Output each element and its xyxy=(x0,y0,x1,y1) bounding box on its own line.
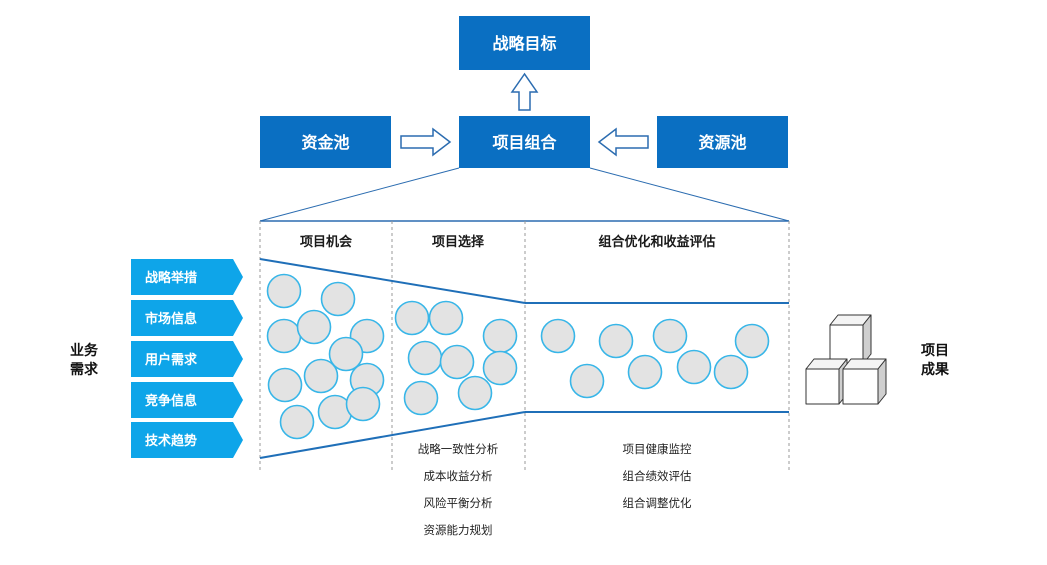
project-circle xyxy=(457,375,493,411)
input-tag-label: 战略举措 xyxy=(145,270,197,286)
header-evaluation: 组合优化和收益评估 xyxy=(598,234,715,250)
project-circle xyxy=(320,281,356,317)
project-outcome-label-line2: 成果 xyxy=(921,361,950,378)
capital-pool-rect xyxy=(260,116,391,168)
portfolio-box: 项目组合 xyxy=(459,116,590,168)
project-circle xyxy=(734,323,770,359)
evaluation-item: 项目健康监控 xyxy=(623,442,692,456)
selection-item: 成本收益分析 xyxy=(424,469,493,483)
input-tags: 战略举措 市场信息 用户需求 竞争信息 技术趋势 xyxy=(131,259,243,458)
business-demand-label-line1: 业务 xyxy=(70,342,99,359)
project-circle xyxy=(267,367,303,403)
header-opportunity: 项目机会 xyxy=(300,234,353,250)
evaluation-circles xyxy=(540,318,770,399)
project-circle xyxy=(482,318,518,354)
evaluation-item: 组合绩效评估 xyxy=(623,469,692,483)
project-circle xyxy=(394,300,430,336)
input-tag-label: 竞争信息 xyxy=(145,393,197,409)
resource-pool-rect xyxy=(657,116,788,168)
projection-line-right xyxy=(589,167,790,222)
business-demand-label-line2: 需求 xyxy=(70,361,99,378)
header-selection: 项目选择 xyxy=(432,234,485,250)
project-circle xyxy=(407,340,443,376)
selection-item: 资源能力规划 xyxy=(424,523,493,537)
project-circle xyxy=(540,318,576,354)
project-circle xyxy=(345,386,381,422)
resource-pool-label: 资源池 xyxy=(698,133,746,152)
project-circle xyxy=(569,363,605,399)
right-arrow-icon xyxy=(400,127,452,157)
funnel-top-line xyxy=(259,258,526,304)
resource-pool-box: 资源池 xyxy=(657,116,788,168)
selection-circles xyxy=(394,300,518,416)
project-circle xyxy=(428,300,464,336)
project-circle xyxy=(328,336,364,372)
project-circle xyxy=(627,354,663,390)
project-circle xyxy=(266,318,302,354)
project-circle xyxy=(652,318,688,354)
cubes-icon xyxy=(805,314,887,405)
selection-item: 风险平衡分析 xyxy=(424,496,493,510)
project-circle xyxy=(676,349,712,385)
input-tag-label: 技术趋势 xyxy=(145,433,197,449)
strategic-goal-box: 战略目标 xyxy=(459,16,590,70)
portfolio-label: 项目组合 xyxy=(492,133,557,152)
input-tag-label: 市场信息 xyxy=(145,311,197,327)
input-tag-shape xyxy=(131,259,243,295)
strategic-goal-rect xyxy=(459,16,590,70)
input-tag-label: 用户需求 xyxy=(144,352,198,368)
project-circle xyxy=(303,358,339,394)
input-tag-shape xyxy=(131,422,243,458)
project-circle xyxy=(403,380,439,416)
opportunity-circles xyxy=(266,273,385,440)
up-arrow-icon xyxy=(510,72,539,111)
funnel-bottom-line xyxy=(259,411,526,459)
left-arrow-icon xyxy=(597,127,649,157)
project-circle xyxy=(296,309,332,345)
strategic-goal-label: 战略目标 xyxy=(492,34,556,53)
capital-pool-box: 资金池 xyxy=(260,116,391,168)
capital-pool-label: 资金池 xyxy=(301,133,349,152)
selection-item: 战略一致性分析 xyxy=(418,442,499,456)
input-tag-shape xyxy=(131,300,243,336)
input-tag-shape xyxy=(131,382,243,418)
project-outcome-label-line1: 项目 xyxy=(921,343,949,359)
project-circle xyxy=(482,350,518,386)
project-circle xyxy=(598,323,634,359)
projection-line-left xyxy=(259,167,460,222)
project-circle xyxy=(266,273,302,309)
project-circle xyxy=(279,404,315,440)
input-tag-shape xyxy=(131,341,243,377)
project-circle xyxy=(713,354,749,390)
evaluation-item: 组合调整优化 xyxy=(623,496,692,510)
project-circle xyxy=(439,344,475,380)
portfolio-rect xyxy=(459,116,590,168)
